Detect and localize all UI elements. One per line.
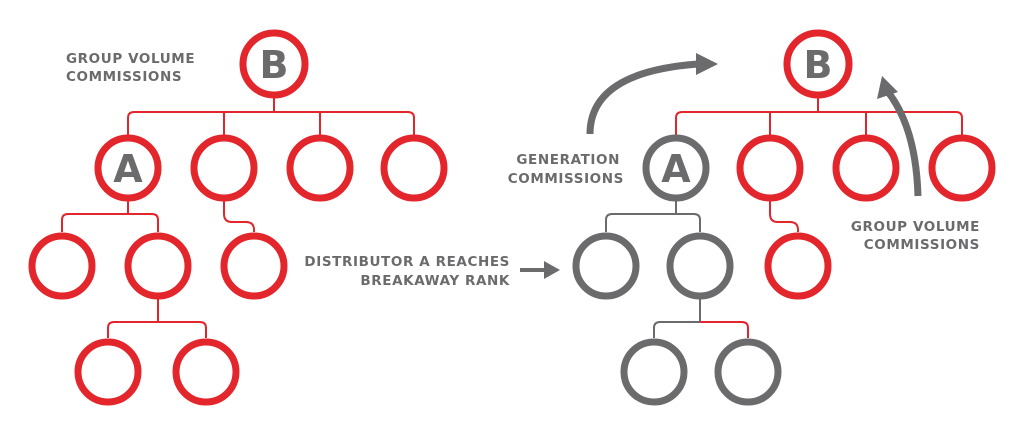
- left-node-a-child-1: [28, 232, 96, 300]
- right-a1-connector-right: [700, 321, 749, 338]
- right-node-a: [642, 134, 710, 202]
- left-a-connector-right: [128, 213, 159, 232]
- right-group-volume-label-line2: COMMISSIONS: [864, 237, 980, 253]
- left-node-a-child-2: [124, 232, 192, 300]
- right-node-a1-child-2: [714, 338, 782, 406]
- left-tree: B A GROUP VOLUME COMMISSIONS: [28, 29, 448, 406]
- right-a-connector-right: [676, 213, 701, 232]
- left-root-connector-right: [274, 111, 415, 136]
- right-a-connector: [605, 198, 677, 232]
- right-node-child-4: [928, 134, 996, 202]
- right-node-b: [783, 29, 853, 99]
- right-node-a-child-2: [666, 232, 734, 300]
- left-node-a1-child-2: [172, 338, 240, 406]
- right-tree-connectors: [605, 96, 963, 338]
- left-a-connector: [61, 198, 129, 232]
- left-tree-connectors: [61, 96, 415, 338]
- left-node-a1-child-1: [74, 338, 142, 406]
- left-a1-connector: [107, 296, 159, 338]
- right-node-c2-child-1: [764, 232, 832, 300]
- transition: DISTRIBUTOR A REACHES BREAKAWAY RANK: [304, 254, 560, 289]
- generation-commissions-arrow-icon: [586, 53, 718, 135]
- left-group-volume-label-line1: GROUP VOLUME: [66, 51, 195, 67]
- right-node-a-child-1: [572, 232, 640, 300]
- left-c2-connector: [223, 198, 255, 232]
- generation-commissions-label-line2: COMMISSIONS: [508, 171, 624, 187]
- left-node-child-2: [190, 134, 258, 202]
- right-arrow-icon: [520, 261, 560, 279]
- left-node-a-letter: A: [113, 147, 143, 191]
- right-group-volume-label-line1: GROUP VOLUME: [851, 219, 980, 235]
- right-node-a-letter: A: [661, 147, 691, 191]
- group-volume-arrow-icon: [877, 76, 922, 197]
- left-group-volume-label-line2: COMMISSIONS: [66, 69, 182, 85]
- right-node-child-3: [832, 134, 900, 202]
- left-node-child-4: [380, 134, 448, 202]
- right-node-b-letter: B: [804, 43, 833, 87]
- right-node-a1-child-1: [620, 338, 688, 406]
- transition-label-line1: DISTRIBUTOR A REACHES: [304, 254, 510, 270]
- left-node-c2-child-1: [220, 232, 288, 300]
- right-c2-connector: [769, 198, 799, 232]
- left-a1-connector-right: [158, 321, 207, 338]
- left-root-connector: [127, 96, 275, 136]
- right-a1-connector: [653, 296, 701, 338]
- generation-commissions-label-line1: GENERATION: [516, 152, 620, 168]
- right-root-connector: [675, 96, 819, 136]
- right-tree: B A GENERATION COMMISSIONS GROUP VOLUME …: [508, 29, 996, 406]
- right-root-connector-right: [818, 111, 963, 136]
- left-node-a: [94, 134, 162, 202]
- left-node-b-letter: B: [260, 43, 289, 87]
- transition-label-line2: BREAKAWAY RANK: [360, 273, 510, 289]
- left-node-b: [239, 29, 309, 99]
- right-node-child-2: [736, 134, 804, 202]
- left-node-child-3: [286, 134, 354, 202]
